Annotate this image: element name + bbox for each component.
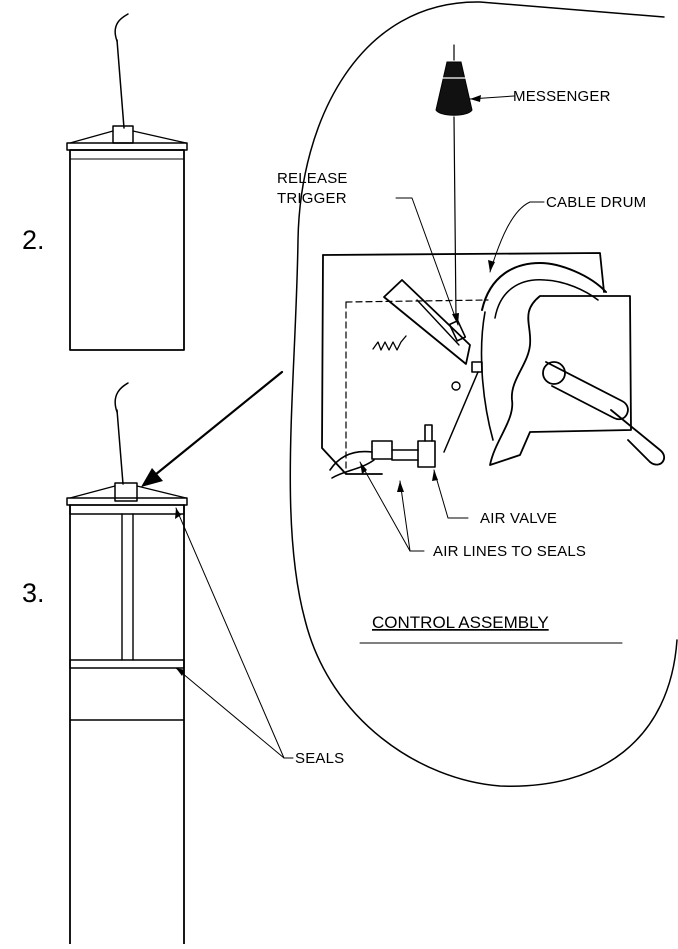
bridle-right-3 [136, 485, 187, 499]
air-valve-top-pipe [424, 424, 433, 442]
bridle-right-2 [132, 130, 187, 144]
seals-arrowhead-upper [175, 508, 181, 519]
step-3-number: 3. [22, 578, 45, 608]
crank-housing [489, 295, 632, 466]
sampler-step-2 [66, 13, 188, 351]
upper-seal [69, 504, 185, 515]
cable-drum-label: CABLE DRUM [546, 194, 646, 211]
seals-leader-lower [175, 667, 285, 759]
air-valve-body-right [417, 440, 436, 468]
suspension-line-2 [116, 39, 125, 129]
messenger-wire [453, 116, 457, 319]
step-2-number: 2. [22, 225, 45, 255]
release-trigger-arrowhead [452, 313, 459, 325]
detail-arrow-head [141, 468, 163, 487]
cable-drum-left-face [480, 311, 494, 441]
cylinder-body-2 [69, 149, 185, 351]
messenger-label: MESSENGER [513, 88, 611, 105]
air-lines-leader-1 [359, 461, 425, 552]
crank-arm [545, 361, 629, 421]
trigger-catch [471, 361, 483, 373]
seals-label: SEALS [295, 750, 344, 767]
air-lines-arrowhead-2 [397, 481, 404, 492]
crank-handle [610, 409, 665, 466]
trigger-latch [448, 319, 467, 342]
air-valve-arrowhead [432, 470, 438, 481]
plate-left-edge [321, 254, 383, 475]
release-trigger-label-line2: TRIGGER [277, 190, 347, 207]
detail-arrow-shaft [148, 370, 284, 481]
air-valve-leader [433, 469, 469, 519]
release-trigger-label-line1: RELEASE [277, 170, 348, 187]
suspension-line-3 [116, 409, 124, 485]
air-line-left-2 [331, 459, 375, 479]
air-lines-arrowhead-1 [360, 462, 367, 474]
seals-callout [175, 507, 294, 759]
inset-oval-outline [289, 1, 678, 787]
air-lines-label: AIR LINES TO SEALS [433, 543, 586, 560]
control-box-2 [112, 125, 134, 144]
linkage-pivot [451, 381, 461, 391]
sampler-step-3 [66, 382, 188, 945]
suspension-line-top-3 [114, 382, 129, 413]
crank-hub [542, 361, 566, 385]
air-valve-stem [391, 449, 419, 461]
seals-leader-upper [175, 507, 285, 759]
plate-top-edge [322, 252, 605, 293]
bridle-left-3 [69, 485, 116, 499]
plate-dashed-outline [345, 299, 489, 475]
messenger-weight [435, 61, 473, 116]
tension-spring [372, 335, 407, 351]
release-trigger-leader [395, 197, 459, 326]
lower-seal [69, 659, 185, 669]
air-line-left [329, 450, 373, 471]
control-assembly-title: CONTROL ASSEMBLY [372, 613, 549, 632]
bridle-left-2 [69, 130, 114, 144]
cable-drum-arrowhead [488, 260, 495, 272]
air-lines-leader-2 [399, 480, 411, 552]
top-cap-2 [66, 142, 188, 151]
release-lever-slot [416, 299, 460, 346]
control-assembly-drawing [321, 252, 665, 479]
cable-drum-leader [489, 201, 545, 273]
suspension-line-top-2 [114, 13, 129, 42]
release-lever [383, 279, 471, 365]
valve-linkage [443, 371, 479, 453]
messenger [435, 44, 473, 319]
seals-arrowhead-lower [176, 668, 185, 676]
air-valve-body-left [371, 440, 393, 460]
cable-drum-inner [494, 279, 599, 319]
messenger-arrowhead [470, 95, 481, 102]
cable-drum-outer [481, 262, 607, 311]
air-valve-label: AIR VALVE [480, 510, 557, 527]
control-box-3 [114, 482, 138, 502]
